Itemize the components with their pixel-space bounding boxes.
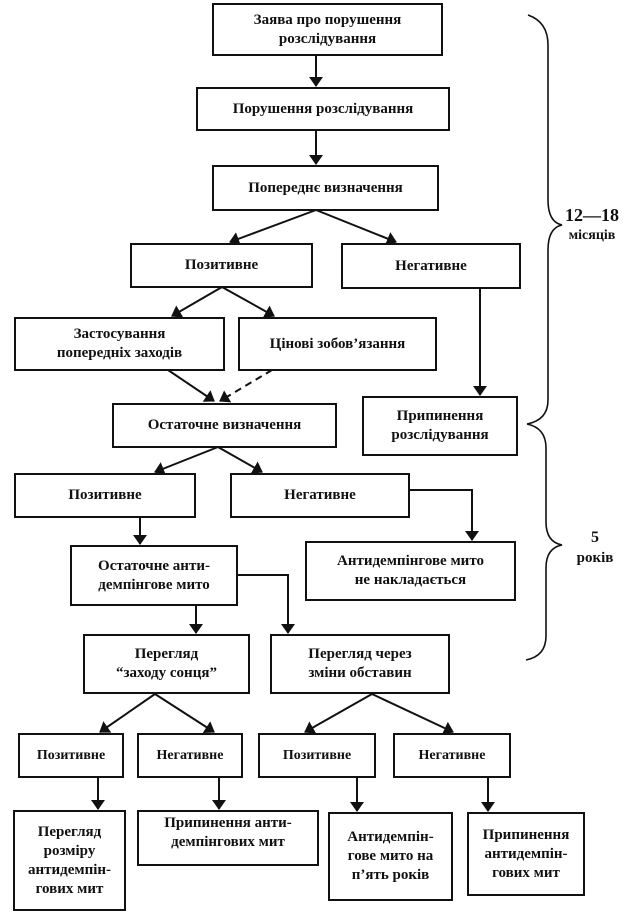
brace-label-months-value: 12—18 xyxy=(565,205,619,225)
node-no-duty-imposed: Антидемпінгове мито не накладається xyxy=(305,541,516,601)
node-changed-negative: Негативне xyxy=(393,733,511,778)
node-termination-duties-2: Припинення антидемпін- гових мит xyxy=(467,812,585,896)
node-changed-positive: Позитивне xyxy=(258,733,376,778)
node-application: Заява про порушення розслідування xyxy=(212,3,443,56)
node-final-positive: Позитивне xyxy=(14,473,196,518)
arrow-positive-to-provisional xyxy=(171,286,223,318)
node-preliminary-negative: Негативне xyxy=(341,243,521,289)
arrow-final-to-negative xyxy=(217,446,263,474)
node-final-determination: Остаточне визначення xyxy=(112,403,337,448)
brace-label-years-unit: років xyxy=(576,550,614,566)
brace-label-years-value: 5 xyxy=(591,529,599,546)
node-termination-investigation: Припинення розслідування xyxy=(362,396,518,456)
brace-label-months-unit: місяців xyxy=(568,228,616,243)
arrow-final-duty-to-changed xyxy=(237,574,295,634)
arrow-final-to-positive xyxy=(154,446,219,476)
arrow-negative-to-no-duty xyxy=(410,489,479,541)
node-review-duty-amount: Перегляд розміру антидемпін- гових мит xyxy=(13,810,126,911)
brace-12-18-months xyxy=(526,14,563,425)
arrow-undertakings-to-final-dashed xyxy=(219,369,273,403)
arrow-changed-to-positive xyxy=(304,693,373,734)
node-provisional-measures: Застосування попередніх заходів xyxy=(14,317,225,371)
arrow-preliminary-to-positive xyxy=(229,209,317,246)
node-duty-five-years: Антидемпін- гове мито на п’ять років xyxy=(328,812,453,901)
node-preliminary-positive: Позитивне xyxy=(130,243,313,288)
node-sunset-review: Перегляд “заходу сонця” xyxy=(83,634,250,694)
arrow-sunset-to-positive xyxy=(99,693,156,733)
arrow-sunset-to-negative xyxy=(154,693,215,734)
node-final-negative: Негативне xyxy=(230,473,410,518)
node-initiation: Порушення розслідування xyxy=(196,87,450,131)
arrow-positive-to-undertakings xyxy=(221,286,275,318)
node-sunset-negative: Негативне xyxy=(137,733,243,778)
arrow-changed-to-negative xyxy=(371,693,454,735)
node-final-antidumping-duty: Остаточне анти- демпінгове мито xyxy=(70,545,238,606)
node-price-undertakings: Цінові зобов’язання xyxy=(238,317,437,371)
node-changed-circumstances-review: Перегляд через зміни обставин xyxy=(270,634,450,694)
arrow-provisional-to-final xyxy=(167,369,215,402)
brace-5-years xyxy=(525,423,563,661)
node-preliminary-determination: Попереднє визначення xyxy=(212,165,439,211)
node-sunset-positive: Позитивне xyxy=(18,733,124,778)
node-termination-duties-1: Припинення анти- демпінгових мит xyxy=(137,810,319,866)
arrow-preliminary-to-negative xyxy=(315,209,397,246)
